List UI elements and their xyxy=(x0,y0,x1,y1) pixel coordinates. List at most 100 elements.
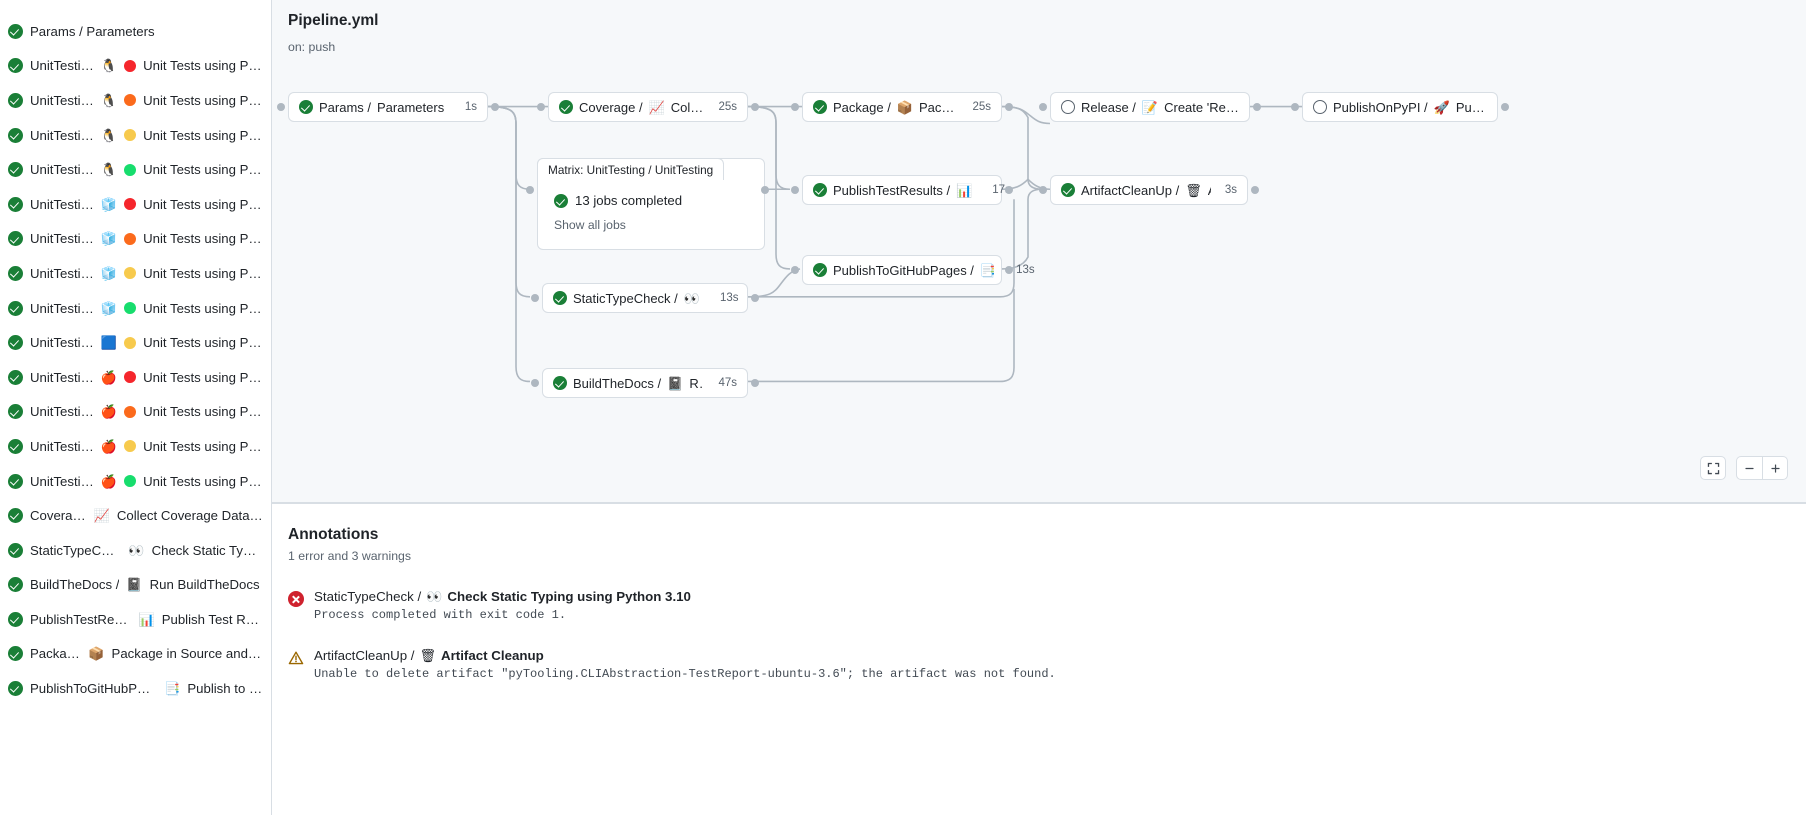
graph-node-duration: 1s xyxy=(464,101,477,113)
graph-node-coverage[interactable]: Coverage / 📈Collect Cove…25s xyxy=(548,92,748,122)
sidebar-job-item[interactable]: Params / Parameters xyxy=(0,14,271,49)
graph-node-duration: 47s xyxy=(718,377,737,389)
python-version-dot-icon xyxy=(124,163,137,176)
job-emoji-icon: 📑 xyxy=(164,681,181,697)
sidebar-job-item[interactable]: UnitTesting / 🐧Unit Tests using Pyth… xyxy=(0,152,271,187)
graph-zoom-controls[interactable] xyxy=(1700,456,1788,480)
sidebar-job-item[interactable]: UnitTesting / 🧊Unit Tests using Pyth… xyxy=(0,187,271,222)
job-emoji-icon: 🐧 xyxy=(100,58,118,74)
sidebar-job-item[interactable]: UnitTesting / 🧊Unit Tests using Pyth… xyxy=(0,291,271,326)
graph-node-job-name: BuildTheDocs / xyxy=(573,375,662,391)
sidebar-job-item[interactable]: UnitTesting / 🧊Unit Tests using Pyth… xyxy=(0,256,271,291)
success-check-icon xyxy=(8,473,23,489)
sidebar-job-label: UnitTesting / xyxy=(30,231,94,247)
sidebar-job-label: UnitTesting / xyxy=(30,265,94,281)
graph-node-emoji-icon: 🚀 xyxy=(1433,99,1450,115)
sidebar-job-label: PublishToGitHubPages / xyxy=(30,681,158,697)
python-version-dot-icon xyxy=(124,440,137,453)
matrix-jobs-label: 13 jobs completed xyxy=(575,193,683,208)
graph-node-step-name: Publish to … xyxy=(1455,99,1487,115)
main-content: Pipeline.yml on: push xyxy=(272,0,1818,815)
graph-node-release[interactable]: Release / 📝Create 'Release P… xyxy=(1050,92,1250,122)
sidebar-job-label: Coverage / xyxy=(30,508,87,524)
fit-screen-icon[interactable] xyxy=(1700,456,1726,480)
sidebar-job-item[interactable]: UnitTesting / 🧊Unit Tests using Pyth… xyxy=(0,222,271,257)
sidebar-job-item[interactable]: UnitTesting / 🍎Unit Tests using Pyth… xyxy=(0,429,271,464)
success-check-icon xyxy=(1061,183,1075,197)
matrix-group-label: Matrix: UnitTesting / UnitTesting xyxy=(537,158,725,180)
job-emoji-icon: 📦 xyxy=(88,646,105,662)
graph-node-testresults[interactable]: PublishTestResults / 📊Pu…17s xyxy=(802,175,1011,205)
success-check-icon xyxy=(8,58,23,74)
annotations-panel: Annotations 1 error and 3 warnings Stati… xyxy=(272,504,1818,815)
graph-node-input-port xyxy=(1039,186,1047,194)
annotations-title: Annotations xyxy=(288,526,379,543)
success-check-icon xyxy=(8,265,23,281)
success-check-icon xyxy=(8,438,23,454)
graph-node-duration: 3s xyxy=(1224,184,1237,196)
sidebar-job-label: UnitTesting / xyxy=(30,335,94,351)
job-emoji-icon: 📈 xyxy=(93,508,110,524)
annotations-summary: 1 error and 3 warnings xyxy=(288,549,412,563)
python-version-dot-icon xyxy=(124,232,137,245)
job-emoji-icon: 🟦 xyxy=(100,335,118,351)
sidebar-job-item[interactable]: Package / 📦Package in Source and Wh… xyxy=(0,637,271,672)
sidebar-job-item[interactable]: UnitTesting / 🐧Unit Tests using Pyth… xyxy=(0,118,271,153)
job-emoji-icon: 👀 xyxy=(128,542,145,558)
graph-node-ghpages[interactable]: PublishToGitHubPages / 📑…13s xyxy=(802,255,1035,285)
annotation-message: Process completed with exit code 1. xyxy=(314,608,567,622)
graph-node-input-port xyxy=(277,103,285,111)
graph-node-stc[interactable]: StaticTypeCheck / 👀Chec…13s xyxy=(542,283,748,313)
sidebar-job-step-label: Publish Test Resu… xyxy=(161,611,263,627)
sidebar-job-item[interactable]: UnitTesting / 🐧Unit Tests using Pyth… xyxy=(0,83,271,118)
show-all-jobs-link[interactable]: Show all jobs xyxy=(554,218,626,232)
sidebar-job-label: UnitTesting / xyxy=(30,92,94,108)
sidebar-job-step-label: Unit Tests using Pyth… xyxy=(143,300,263,316)
success-check-icon xyxy=(553,291,567,305)
success-check-icon xyxy=(8,611,23,627)
sidebar-job-label: UnitTesting / xyxy=(30,438,94,454)
sidebar-job-step-label: Run BuildTheDocs xyxy=(149,577,260,593)
sidebar-job-label: StaticTypeCheck / xyxy=(30,542,122,558)
graph-node-step-name: Package in So… xyxy=(919,99,958,115)
workflow-trigger: on: push xyxy=(288,40,336,54)
zoom-out-button[interactable] xyxy=(1736,456,1762,480)
sidebar-job-item[interactable]: UnitTesting / 🍎Unit Tests using Pyth… xyxy=(0,464,271,499)
sidebar-job-item[interactable]: PublishTestResults / 📊Publish Test Resu… xyxy=(0,602,271,637)
sidebar-job-item[interactable]: UnitTesting / 🟦Unit Tests using Pyth… xyxy=(0,325,271,360)
success-check-icon xyxy=(8,231,23,247)
annotation-emoji-icon: 🗑 xyxy=(419,648,437,663)
graph-node-package[interactable]: Package / 📦Package in So…25s xyxy=(802,92,1002,122)
graph-node-cleanup[interactable]: ArtifactCleanUp / 🗑Artifac…3s xyxy=(1050,175,1248,205)
graph-node-job-name: Params / xyxy=(319,99,372,115)
annotation-item[interactable]: StaticTypeCheck / 👀Check Static Typing u… xyxy=(288,589,1818,622)
graph-node-step-name: Create 'Release P… xyxy=(1164,99,1239,115)
graph-node-step-name: Artifac… xyxy=(1208,183,1211,198)
sidebar-job-item[interactable]: PublishToGitHubPages / 📑Publish to G… xyxy=(0,671,271,706)
graph-node-output-port xyxy=(1005,186,1013,194)
sidebar-job-label: UnitTesting / xyxy=(30,196,94,212)
sidebar-job-item[interactable]: UnitTesting / 🍎Unit Tests using Pyth… xyxy=(0,360,271,395)
matrix-group-unittesting[interactable]: Matrix: UnitTesting / UnitTesting 13 job… xyxy=(537,158,765,250)
success-check-icon xyxy=(8,369,23,385)
matrix-jobs-status[interactable]: 13 jobs completed xyxy=(554,193,682,208)
zoom-in-button[interactable] xyxy=(1762,456,1788,480)
sidebar-job-item[interactable]: BuildTheDocs / 📓Run BuildTheDocs xyxy=(0,568,271,603)
sidebar-job-item[interactable]: Coverage / 📈Collect Coverage Data usi… xyxy=(0,498,271,533)
sidebar-job-item[interactable]: UnitTesting / 🍎Unit Tests using Pyth… xyxy=(0,395,271,430)
workflow-graph-canvas[interactable]: Pipeline.yml on: push xyxy=(272,0,1806,503)
graph-node-output-port xyxy=(751,294,759,302)
sidebar-job-step-label: Unit Tests using Pyth… xyxy=(143,473,263,489)
sidebar-job-item[interactable]: StaticTypeCheck / 👀Check Static Typing… xyxy=(0,533,271,568)
sidebar-job-item[interactable]: UnitTesting / 🐧Unit Tests using Pyth… xyxy=(0,49,271,84)
sidebar-job-label: UnitTesting / xyxy=(30,162,94,178)
sidebar-job-step-label: Unit Tests using Pyth… xyxy=(143,92,263,108)
success-check-icon xyxy=(299,100,313,114)
graph-node-pypi[interactable]: PublishOnPyPI / 🚀Publish to … xyxy=(1302,92,1498,122)
graph-node-output-port xyxy=(1501,103,1509,111)
graph-node-docs[interactable]: BuildTheDocs / 📓Run Buil…47s xyxy=(542,368,748,398)
